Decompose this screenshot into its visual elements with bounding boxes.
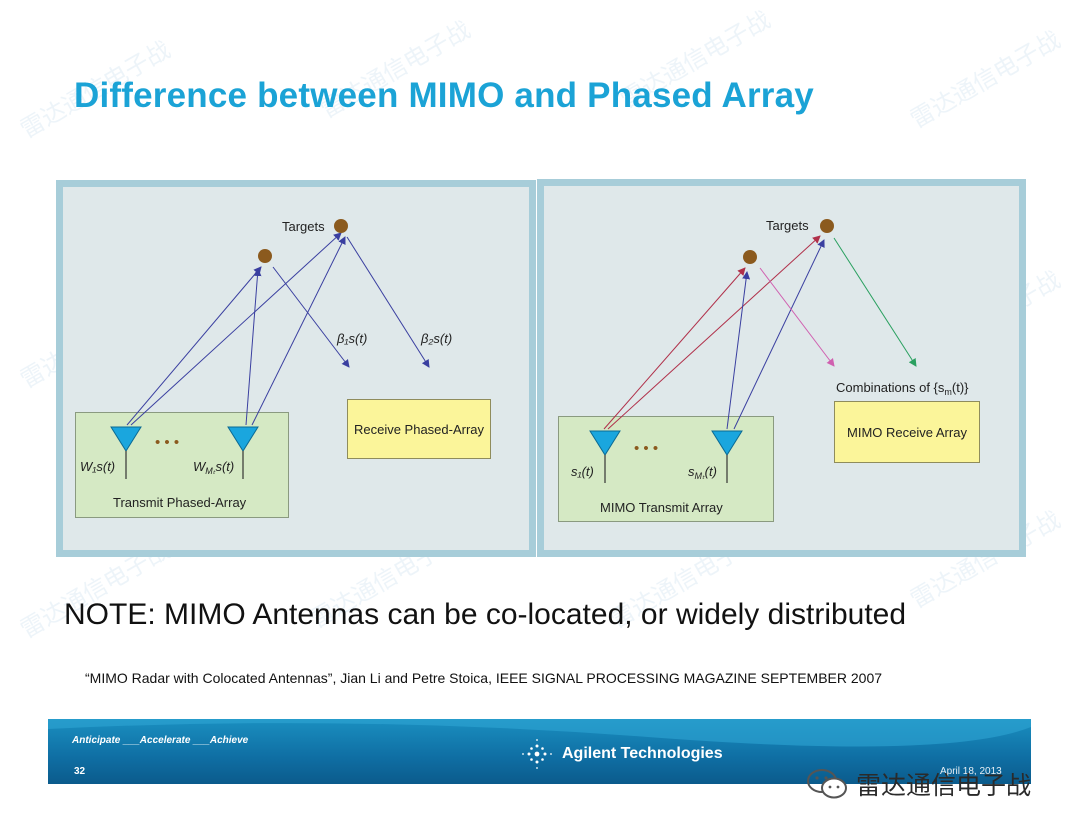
- phased-array-diagram: Receive Phased-Array Targets • • • β₁s(t…: [56, 180, 536, 557]
- mimo-diagram: MIMO Receive Array: [537, 179, 1026, 557]
- mimo-arrows: [589, 219, 917, 483]
- transmit-arrow: [733, 239, 825, 430]
- mimo-receive-array-box: MIMO Receive Array: [834, 401, 980, 463]
- antenna-icon: [110, 426, 142, 479]
- footer-tagline: Anticipate ___Accelerate ___Achieve: [72, 735, 249, 746]
- s1-label: s₁(t): [571, 464, 594, 479]
- dots-label: • • •: [634, 440, 659, 457]
- target-dot: [743, 250, 757, 264]
- phased-array-arrows: [110, 219, 430, 479]
- wechat-watermark: 雷达通信电子战: [806, 766, 1031, 802]
- reflection-arrow: [759, 267, 835, 367]
- w1-label: W₁s(t): [80, 459, 116, 474]
- combinations-label: Combinations of {sm(t)}: [836, 380, 969, 397]
- reflection-arrow: [346, 236, 430, 368]
- antenna-icon: [711, 430, 743, 483]
- antenna-icon: [589, 430, 621, 483]
- transmit-arrow: [726, 271, 751, 430]
- watermark-logo-text: 雷达通信电子战: [856, 771, 1032, 800]
- note-text: NOTE: MIMO Antennas can be co-located, o…: [64, 598, 907, 631]
- citation-text: “MIMO Radar with Colocated Antennas”, Ji…: [85, 670, 883, 686]
- transmit-arrow: [245, 268, 262, 426]
- mimo-receive-array-label: MIMO Receive Array: [847, 424, 967, 440]
- agilent-spark-icon: [522, 739, 552, 769]
- watermark-text: 雷达通信电子战: [905, 25, 1065, 134]
- antenna-icon: [227, 426, 259, 479]
- receive-array-box: Receive Phased-Array: [347, 399, 491, 459]
- transmit-arrow: [251, 236, 346, 426]
- sm-label: sMₜ(t): [688, 464, 717, 481]
- company-name: Agilent Technologies: [562, 745, 723, 762]
- reflection-arrow: [272, 266, 350, 368]
- beta1-label: β₁s(t): [337, 331, 368, 346]
- footer-date: April 18, 2013: [940, 766, 1002, 777]
- slide-number: 32: [74, 766, 86, 777]
- footer-swoosh: [48, 719, 1031, 747]
- target-dot: [258, 249, 272, 263]
- targets-label: Targets: [282, 219, 325, 234]
- transmit-arrow: [603, 267, 746, 430]
- target-dot: [334, 219, 348, 233]
- receive-array-label: Receive Phased-Array: [353, 421, 485, 437]
- wm-label: WMₜs(t): [193, 459, 235, 476]
- beta2-label: β₂s(t): [421, 331, 453, 346]
- agilent-logo: Agilent Technologies: [520, 737, 723, 771]
- transmit-arrow: [130, 232, 342, 426]
- targets-label: Targets: [766, 218, 809, 233]
- dots-label: • • •: [155, 434, 180, 451]
- wechat-icon: [807, 769, 847, 799]
- footer-bar: Anticipate ___Accelerate ___Achieve 32: [48, 719, 1031, 784]
- transmit-arrow: [126, 266, 262, 426]
- page-title: Difference between MIMO and Phased Array: [74, 76, 814, 115]
- transmit-array-label: Transmit Phased-Array: [113, 495, 247, 510]
- transmit-arrow: [607, 235, 821, 430]
- target-dot: [820, 219, 834, 233]
- reflection-arrow: [833, 237, 917, 367]
- mimo-transmit-array-label: MIMO Transmit Array: [600, 500, 723, 515]
